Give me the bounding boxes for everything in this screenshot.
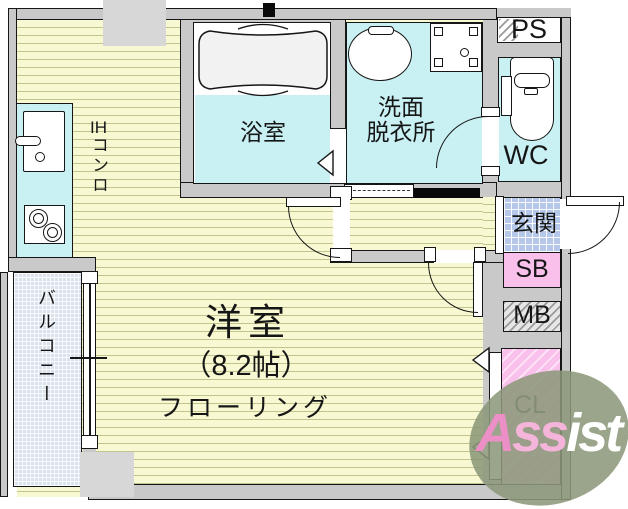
wall-joint-tick (263, 3, 275, 17)
balcony-floor (13, 272, 82, 487)
assist-logo-text-ist: ist (566, 403, 623, 463)
label-bathroom: 浴室 (240, 119, 286, 145)
hall-door2-jamb-right (474, 247, 486, 262)
bathroom-door-opening (330, 128, 346, 184)
label-washroom-line2: 脱衣所 (366, 119, 436, 145)
washbasin-icon (348, 27, 412, 81)
shoe-box (503, 252, 561, 288)
label-shoe-box: SB (515, 255, 549, 283)
wall-top (8, 8, 497, 20)
label-kitchen-stove: IHコンロ (89, 119, 108, 196)
assist-logo-text-a: A (476, 403, 515, 463)
genkan-floor (503, 197, 561, 253)
washer-pan-drain-icon (460, 48, 469, 57)
toilet-tank-icon (514, 73, 550, 88)
pillar-bottom-left (80, 452, 134, 497)
washer-pan-corner4 (469, 58, 478, 67)
washroom-sliding-door (344, 184, 414, 198)
label-kitchen-konro: コンロ (89, 136, 108, 196)
label-ps: PS (510, 14, 548, 44)
assist-logo-text: Assist (476, 403, 623, 463)
toilet-icon (510, 57, 554, 141)
hallway-floor (483, 197, 497, 250)
wc-door-jamb-bottom (481, 166, 500, 176)
balcony-window-jamb-top (81, 271, 98, 284)
label-kitchen-ih: IH (90, 119, 107, 136)
hall-door2-jamb-left (424, 247, 436, 262)
washer-pan-corner1 (434, 27, 443, 36)
label-meter-box: MB (513, 301, 551, 329)
balcony-window-jamb-bottom (81, 435, 98, 449)
pillar-top (103, 0, 166, 46)
label-balcony: バルコニー (36, 288, 56, 408)
balcony-window-tick (70, 357, 107, 359)
entrance-door-swing-arc (568, 202, 620, 254)
label-genkan: 玄関 (511, 210, 557, 236)
washer-pan-corner2 (469, 27, 478, 36)
toilet-handle-icon (524, 88, 538, 95)
wall-left-balcony (0, 272, 8, 497)
washroom-sliding-door-rail (348, 190, 410, 191)
kitchen-drain-icon (35, 152, 45, 162)
assist-logo-text-ss: ss (512, 403, 569, 463)
wall-southwest-band (8, 257, 96, 272)
label-washroom-line1: 洗面 (378, 94, 424, 120)
label-main-room-size: （8.2帖） (182, 350, 310, 382)
wc-door-jamb-top (481, 107, 500, 117)
bathroom-wet-area (194, 95, 330, 183)
label-wc: WC (503, 140, 549, 170)
label-flooring: フローリング (157, 394, 333, 422)
balcony-window-sash-line (89, 284, 91, 436)
hall-door2-opening (434, 250, 477, 263)
toilet-side-panel (501, 76, 512, 116)
washroom-sliding-door-panel (414, 188, 480, 198)
stove-burner1-inner (33, 213, 44, 224)
ps-hatch (499, 19, 518, 41)
kitchen-faucet-icon (15, 136, 41, 146)
label-main-room: 洋室 (205, 302, 291, 343)
meter-box (503, 301, 561, 332)
washbasin-faucet-icon (368, 26, 394, 35)
washer-pan-corner3 (434, 58, 443, 67)
stove-burner2-inner (47, 227, 58, 238)
